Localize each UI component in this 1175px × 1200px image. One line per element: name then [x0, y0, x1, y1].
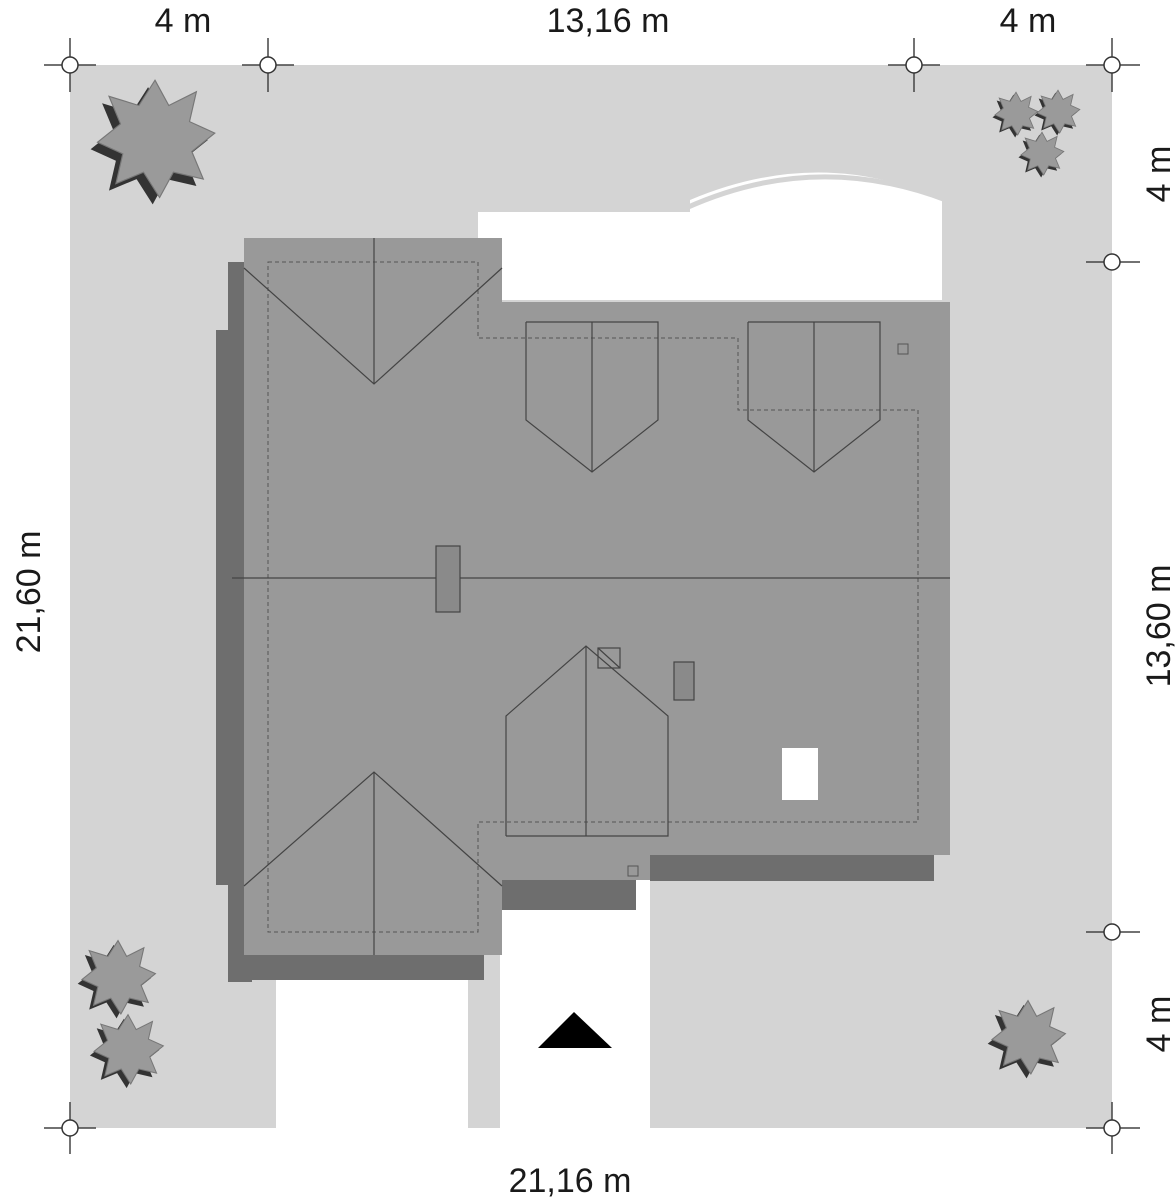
small-vent-2: [627, 865, 639, 877]
dimension-markers: [44, 38, 1140, 1154]
path-left: [276, 978, 468, 1128]
dim-left: 21,60 m: [10, 531, 48, 654]
dimension-marker-icon: [61, 56, 79, 74]
dimension-marker-icon: [61, 1119, 79, 1137]
dimension-marker-icon: [1103, 253, 1121, 271]
chimney-2: [673, 661, 695, 701]
dimension-marker-icon: [905, 56, 923, 74]
terrace: [478, 172, 942, 300]
dimension-marker-icon: [259, 56, 277, 74]
roof-window: [782, 748, 818, 800]
dimension-marker-icon: [1103, 1119, 1121, 1137]
gable-top-left: [243, 238, 503, 385]
dim-top-right: 4 m: [1000, 2, 1057, 40]
eave-line: [267, 261, 919, 933]
dim-right-bottom: 4 m: [1140, 996, 1175, 1053]
roof: [244, 238, 950, 955]
dim-bottom: 21,16 m: [509, 1162, 632, 1200]
dormer-top-2: [747, 321, 881, 473]
terrace-arc: [684, 174, 947, 211]
roof-vent: [597, 647, 621, 669]
dim-right-middle: 13,60 m: [1140, 565, 1175, 688]
dormer-bottom: [505, 645, 669, 837]
dimension-marker-icon: [1103, 923, 1121, 941]
chimney-1: [435, 545, 461, 613]
dormer-top-1: [525, 321, 659, 473]
driveway: [500, 880, 650, 1128]
small-vent-1: [897, 343, 909, 355]
dim-top-middle: 13,16 m: [547, 2, 670, 40]
dim-top-left: 4 m: [155, 2, 212, 40]
dimension-marker-icon: [1103, 56, 1121, 74]
entrance-triangle-icon: [538, 1012, 612, 1048]
gable-bottom-left: [243, 771, 503, 955]
dim-right-top: 4 m: [1140, 146, 1175, 203]
